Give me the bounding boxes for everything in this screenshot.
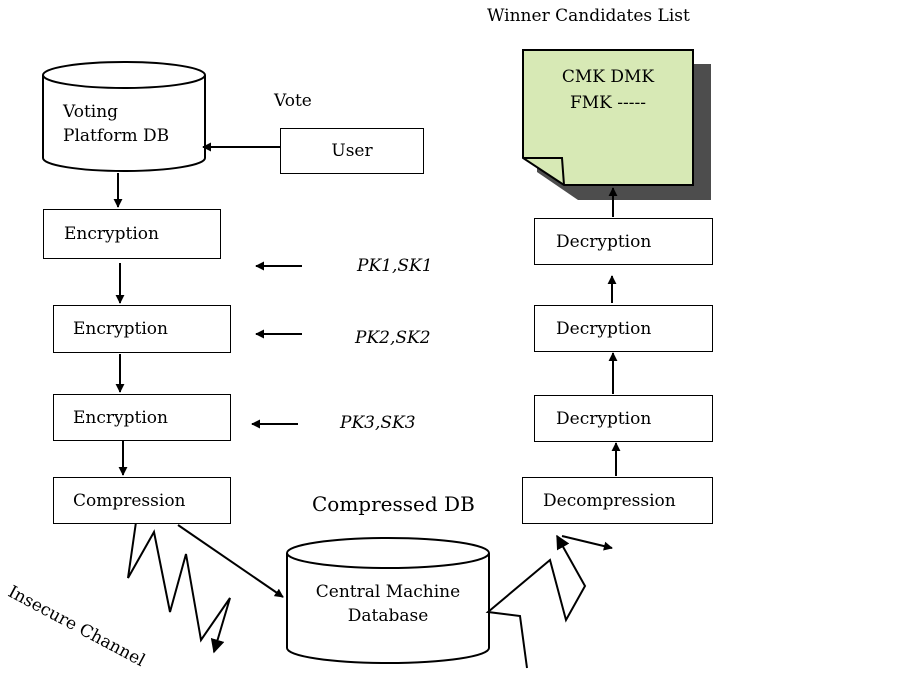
decompression-box: Decompression xyxy=(522,477,713,524)
decompression-label: Decompression xyxy=(543,490,676,511)
encryption-box-1: Encryption xyxy=(43,209,221,259)
encryption-label-3: Encryption xyxy=(73,407,168,428)
arrow-to-decompression xyxy=(561,535,613,551)
result-doc-line-2: FMK ----- xyxy=(569,93,647,113)
decryption-label-3: Decryption xyxy=(556,408,652,429)
vote-label: Vote xyxy=(274,91,312,111)
central-db-cylinder xyxy=(286,537,490,664)
decryption-box-1: Decryption xyxy=(534,218,713,265)
encryption-box-3: Encryption xyxy=(53,394,231,441)
encryption-box-2: Encryption xyxy=(53,305,231,353)
compressed-db-label: Compressed DB xyxy=(312,492,475,516)
key-label-2: PK2,SK2 xyxy=(355,328,431,348)
compression-label: Compression xyxy=(73,490,186,511)
decryption-box-3: Decryption xyxy=(534,395,713,442)
decryption-box-2: Decryption xyxy=(534,305,713,352)
winner-list-title: Winner Candidates List xyxy=(487,6,690,26)
arrow-compression-to-central-db xyxy=(177,524,284,598)
insecure-channel-zigzag-right xyxy=(485,534,587,669)
user-box: User xyxy=(280,128,424,174)
central-db-line-2: Database xyxy=(347,606,429,626)
voting-db-line-2: Platform DB xyxy=(63,126,170,146)
decryption-label-2: Decryption xyxy=(556,318,652,339)
insecure-channel-zigzag-left xyxy=(127,521,231,654)
encryption-label-1: Encryption xyxy=(64,224,159,244)
central-db-line-1: Central Machine xyxy=(315,582,461,602)
result-doc-line-1: CMK DMK xyxy=(561,67,655,87)
key-label-3: PK3,SK3 xyxy=(340,413,416,433)
result-document xyxy=(522,49,711,200)
voting-db-line-1: Voting xyxy=(63,102,119,122)
decryption-label-1: Decryption xyxy=(556,231,652,252)
encryption-label-2: Encryption xyxy=(73,319,168,339)
compression-box: Compression xyxy=(53,477,231,524)
voting-db-cylinder xyxy=(42,61,206,172)
user-label: User xyxy=(331,141,373,161)
key-label-1: PK1,SK1 xyxy=(357,256,433,276)
